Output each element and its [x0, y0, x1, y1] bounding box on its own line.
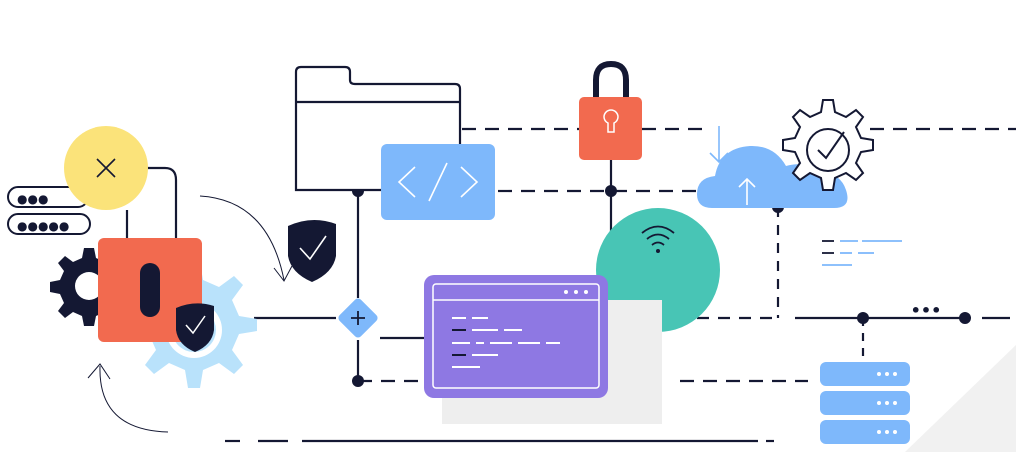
- dot-bottom-left: [352, 375, 364, 387]
- ellipsis-dots: •••: [911, 301, 942, 320]
- shield-check-icon: [288, 219, 336, 282]
- cloud-upload-icon: [697, 145, 848, 208]
- gear-check-icon: [782, 99, 874, 191]
- shield-check-icon: [176, 303, 214, 352]
- close-x-icon: [64, 126, 148, 210]
- server-unit: [820, 391, 910, 415]
- keyhole-icon: [140, 263, 160, 317]
- server-stack-icon: [820, 362, 910, 444]
- text-lines-decoration: [822, 240, 902, 266]
- dot-right: [959, 312, 971, 324]
- password-field-long: ●●●●●: [7, 213, 91, 235]
- plus-icon: [338, 298, 378, 338]
- server-unit: [820, 420, 910, 444]
- network-lines: [125, 127, 1016, 443]
- dot-server: [857, 312, 869, 324]
- server-unit: [820, 362, 910, 386]
- curved-arrows: [87, 195, 293, 433]
- keyhole-icon: [603, 109, 619, 133]
- code-brackets-icon: [381, 144, 495, 220]
- padlock-icon: [579, 60, 642, 160]
- dot-lock: [605, 185, 617, 197]
- curved-arrow-bottom: [99, 365, 169, 433]
- browser-code-window-icon: [424, 275, 608, 398]
- yellow-lock-connector: [147, 166, 178, 240]
- curved-arrow-top: [199, 195, 285, 281]
- download-arrow-icon: [709, 126, 729, 164]
- corner-shape: [905, 345, 1016, 452]
